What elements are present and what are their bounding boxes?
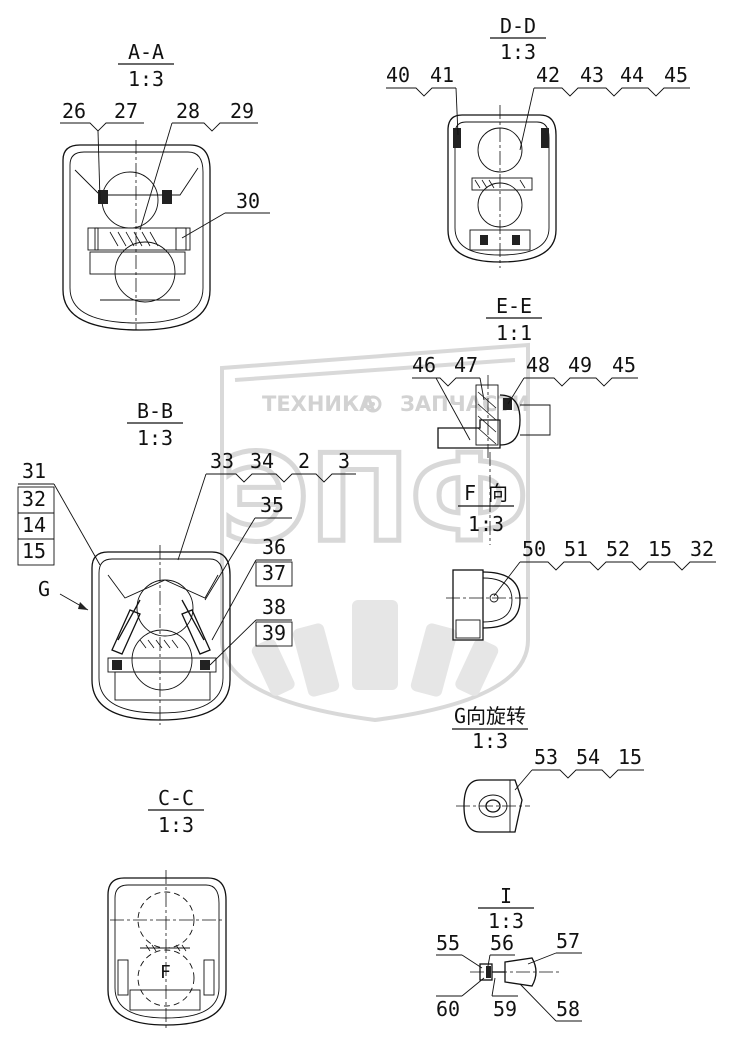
callout-38: 38	[262, 595, 286, 619]
callout-58: 58	[556, 997, 580, 1021]
callout-34: 34	[250, 449, 274, 473]
view-b-b-scale: 1:3	[137, 426, 173, 450]
callout-14: 14	[22, 513, 46, 537]
view-c-c-title: C-C	[158, 786, 194, 810]
view-a-a-title: A-A	[128, 40, 164, 64]
callout-36: 36	[262, 535, 286, 559]
callout-59: 59	[493, 997, 517, 1021]
view-g: G向旋转 1:3 53 54 15	[452, 704, 644, 833]
callout-35: 35	[260, 493, 284, 517]
callout-39: 39	[262, 621, 286, 645]
callout-54: 54	[576, 745, 600, 769]
view-c-c-scale: 1:3	[158, 813, 194, 837]
callout-27: 27	[114, 99, 138, 123]
arrow-label-g: G	[38, 577, 50, 601]
view-f-scale: 1:3	[468, 512, 504, 536]
view-f: F 向 1:3 50 51 52 15 32	[446, 452, 716, 641]
callout-3: 3	[338, 449, 350, 473]
view-g-scale: 1:3	[472, 729, 508, 753]
callout-32-f: 32	[690, 537, 714, 561]
callout-47: 47	[454, 353, 478, 377]
callout-45: 45	[664, 63, 688, 87]
callout-56: 56	[490, 931, 514, 955]
callout-60: 60	[436, 997, 460, 1021]
callout-40: 40	[386, 63, 410, 87]
callout-15-f: 15	[648, 537, 672, 561]
callout-51: 51	[564, 537, 588, 561]
callout-50: 50	[522, 537, 546, 561]
view-b-b: B-B 1:3 31 32 14 15 G 33 34 2 3	[17, 399, 356, 725]
callout-55: 55	[436, 931, 460, 955]
callout-2: 2	[298, 449, 310, 473]
callout-49: 49	[568, 353, 592, 377]
callout-15: 15	[22, 539, 46, 563]
view-e-e-title: E-E	[496, 294, 532, 318]
callout-31: 31	[22, 459, 46, 483]
callout-29: 29	[230, 99, 254, 123]
view-a-a: A-A 1:3 26 27 28 29 30	[60, 40, 270, 331]
view-d-d-title: D-D	[500, 14, 536, 38]
watermark: ТЕХНИКА ЗАПЧАСТИ ЭПФ	[219, 342, 531, 723]
callout-43: 43	[580, 63, 604, 87]
view-g-title: G向旋转	[454, 704, 526, 728]
callout-41: 41	[430, 63, 454, 87]
view-f-title: F 向	[464, 481, 508, 505]
callout-45-ee: 45	[612, 353, 636, 377]
watermark-logo: ЭПФ	[221, 430, 529, 569]
view-i: I 1:3 55 56 57 60 59 58	[436, 884, 582, 1022]
callout-42: 42	[536, 63, 560, 87]
watermark-wheat	[251, 600, 499, 697]
watermark-text-1: ТЕХНИКА	[262, 392, 376, 416]
callout-32: 32	[22, 487, 46, 511]
gear-icon	[364, 395, 382, 413]
callout-44: 44	[620, 63, 644, 87]
callout-28: 28	[176, 99, 200, 123]
callout-33: 33	[210, 449, 234, 473]
view-d-d: D-D 1:3 40 41 42 43 44 45	[386, 14, 690, 268]
callout-30: 30	[236, 189, 260, 213]
view-c-c-marker: F	[160, 962, 171, 983]
callout-37: 37	[262, 561, 286, 585]
view-e-e: E-E 1:1 46 47 48 49 45	[412, 294, 638, 460]
callout-46: 46	[412, 353, 436, 377]
view-a-a-scale: 1:3	[128, 67, 164, 91]
view-e-e-scale: 1:1	[496, 321, 532, 345]
view-b-b-title: B-B	[137, 399, 173, 423]
callout-53: 53	[534, 745, 558, 769]
view-d-d-scale: 1:3	[500, 40, 536, 64]
callout-26: 26	[62, 99, 86, 123]
callout-52: 52	[606, 537, 630, 561]
callout-48: 48	[526, 353, 550, 377]
callout-57: 57	[556, 929, 580, 953]
view-c-c: C-C 1:3 F	[107, 786, 227, 1030]
view-i-scale: 1:3	[488, 909, 524, 933]
view-i-title: I	[500, 884, 512, 908]
callout-15-g: 15	[618, 745, 642, 769]
